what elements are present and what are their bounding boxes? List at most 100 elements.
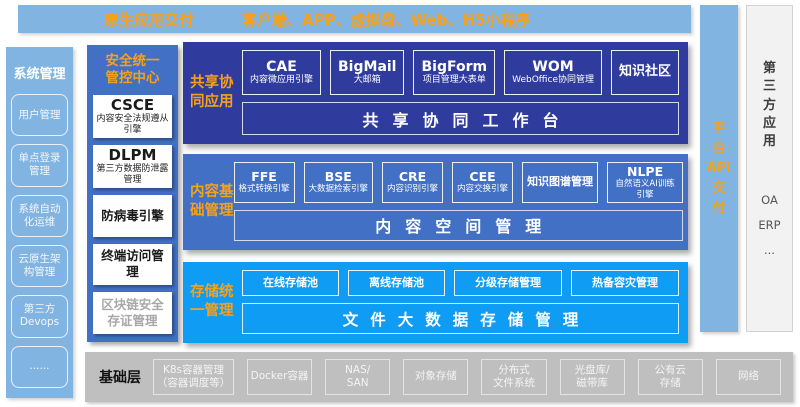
base-box-line2: SAN [346, 377, 369, 389]
module-title: 热备容灾管理 [592, 275, 658, 289]
banner-native-delivery-label: 原生应用交付 [104, 10, 195, 29]
base-layer-panel: 基础层 K8s容器管理 （容器调度等） Docker容器 NAS/ SAN 对象… [85, 352, 793, 402]
section-content: FFE 格式转换引擎 BSE 大数据检索引擎 CRE 内容识别引擎 CEE 内容… [233, 162, 684, 241]
security-box-dlpm: DLPM 第三方数据防泄露管理 [93, 144, 172, 188]
third-party-item-erp: ERP [758, 218, 781, 233]
base-box-k8s: K8s容器管理 （容器调度等） [153, 359, 234, 395]
module-title: CAE [266, 59, 297, 76]
module-subtitle: 自然语义AI训练引擎 [615, 179, 675, 200]
module-box-hot-backup-dr: 热备容灾管理 [571, 270, 679, 296]
module-title: NLPE [626, 164, 664, 179]
module-subtitle: 内容微应用引擎 [250, 75, 314, 86]
base-box-nas-san: NAS/ SAN [325, 359, 391, 395]
base-layer-boxes: K8s容器管理 （容器调度等） Docker容器 NAS/ SAN 对象存储 分… [153, 359, 782, 395]
module-subtitle: 内容识别引擎 [387, 184, 439, 195]
base-box-line1: Docker容器 [250, 370, 309, 383]
sidebar-item-user-management: 用户管理 [11, 94, 68, 137]
third-party-title-char: 三 [762, 79, 776, 95]
section-content: 在线存储池 离线存储池 分级存储管理 热备容灾管理 文件大数据存储管理 [242, 270, 679, 334]
security-box-code: DLPM [108, 145, 157, 164]
base-layer-title: 基础层 [99, 370, 141, 386]
module-subtitle: WebOffice协同管理 [512, 75, 594, 86]
third-party-title: 第 三 方 应 用 [762, 61, 776, 149]
security-box-blockchain-attestation: 区块链安全存证管理 [93, 292, 172, 334]
sidebar-item-third-party-devops: 第三方Devops [11, 295, 68, 338]
content-space-management-bar: 内容空间管理 [233, 209, 684, 241]
module-box-nlpe: NLPE 自然语义AI训练引擎 [607, 162, 684, 203]
module-row: CAE 内容微应用引擎 BigMail 大邮箱 BigForm 项目管理大表单 … [242, 50, 680, 95]
security-control-center-panel: 安全统一管控中心 CSCE 内容安全法规遵从引擎 DLPM 第三方数据防泄露管理… [87, 45, 178, 342]
third-party-title-char: 第 [762, 61, 776, 76]
module-box-wom: WOM WebOffice协同管理 [504, 50, 602, 95]
module-title: 在线存储池 [263, 275, 318, 289]
module-title: WOM [532, 59, 574, 76]
module-box-cee: CEE 内容交换引擎 [452, 162, 514, 203]
security-box-title: 终端访问管理 [101, 248, 164, 280]
sidebar-item-more: ...... [11, 345, 68, 388]
module-row: FFE 格式转换引擎 BSE 大数据检索引擎 CRE 内容识别引擎 CEE 内容… [233, 162, 684, 203]
module-title: CEE [469, 169, 496, 185]
base-box-line1: NAS/ [345, 363, 371, 376]
module-row: 在线存储池 离线存储池 分级存储管理 热备容灾管理 [242, 270, 679, 296]
module-box-bigform: BigForm 项目管理大表单 [413, 50, 496, 95]
base-box-object-storage: 对象存储 [403, 359, 469, 395]
api-column-char: 付 [712, 201, 726, 216]
api-column-char: API [706, 161, 732, 176]
api-column-char: 交 [712, 181, 726, 196]
module-title: 知识图谱管理 [527, 175, 594, 189]
module-title: BigMail [338, 59, 397, 76]
module-box-cae: CAE 内容微应用引擎 [242, 50, 322, 95]
sidebar-item-auto-ops: 系统自动化运维 [11, 194, 68, 237]
security-box-desc: 内容安全法规遵从引擎 [96, 114, 169, 136]
module-title: BSE [324, 169, 352, 185]
section-label: 内容基础管理 [190, 183, 234, 219]
module-subtitle: 格式转换引擎 [238, 184, 290, 195]
base-box-line2: 文件系统 [492, 377, 535, 389]
section-content-foundation: 内容基础管理 FFE 格式转换引擎 BSE 大数据检索引擎 CRE 内容识别引擎… [183, 154, 688, 250]
section-unified-storage: 存储统一管理 在线存储池 离线存储池 分级存储管理 热备容灾管理 文件大数据存储… [183, 262, 688, 343]
top-banner: 原生应用交付 客户端、APP、虚拟盘、Web、H5小程序 [18, 5, 691, 33]
base-box-line1: 对象存储 [414, 370, 457, 383]
file-bigdata-storage-bar: 文件大数据存储管理 [242, 303, 679, 334]
base-box-line1: 网络 [737, 370, 759, 383]
security-box-title: 防病毒引擎 [101, 207, 164, 223]
api-column-char: 台 [712, 141, 726, 156]
platform-api-delivery-column: 平 台 API 交 付 [700, 5, 738, 332]
base-box-line2: 存储 [659, 377, 681, 389]
module-box-ffe: FFE 格式转换引擎 [233, 162, 295, 203]
module-title: FFE [251, 169, 277, 185]
module-subtitle: 项目管理大表单 [422, 75, 486, 86]
base-box-line1: K8s容器管理 [162, 363, 224, 376]
base-box-line1: 光盘库/ [574, 363, 610, 376]
section-shared-collab-apps: 共享协同应用 CAE 内容微应用引擎 BigMail 大邮箱 BigForm 项… [183, 42, 688, 144]
module-box-knowledge-community: 知识社区 [611, 50, 680, 95]
security-center-title: 安全统一管控中心 [105, 53, 160, 86]
section-label: 共享协同应用 [190, 74, 234, 110]
section-label: 存储统一管理 [190, 284, 234, 319]
system-management-title: 系统管理 [13, 67, 66, 82]
module-title: BigForm [421, 59, 488, 76]
security-box-terminal-access: 终端访问管理 [93, 243, 172, 286]
module-title: 离线存储池 [369, 275, 424, 289]
module-box-tiered-storage: 分级存储管理 [454, 270, 562, 296]
third-party-apps-panel: 第 三 方 应 用 OA ERP ... [746, 5, 793, 332]
security-box-title: 区块链安全存证管理 [101, 296, 164, 329]
module-subtitle: 大邮箱 [353, 75, 381, 86]
base-box-distributed-fs: 分布式 文件系统 [481, 359, 547, 395]
security-box-csce: CSCE 内容安全法规遵从引擎 [93, 94, 172, 138]
base-box-docker: Docker容器 [246, 359, 313, 395]
module-subtitle: 内容交换引擎 [457, 184, 509, 195]
sidebar-item-cloud-native: 云原生架构管理 [11, 244, 68, 288]
security-box-antivirus: 防病毒引擎 [93, 194, 172, 237]
module-box-online-storage-pool: 在线存储池 [242, 270, 339, 296]
base-box-optical-tape-library: 光盘库/ 磁带库 [559, 359, 625, 395]
module-box-bigmail: BigMail 大邮箱 [330, 50, 405, 95]
module-box-offline-storage-pool: 离线存储池 [348, 270, 445, 296]
base-box-network: 网络 [715, 359, 782, 395]
section-content: CAE 内容微应用引擎 BigMail 大邮箱 BigForm 项目管理大表单 … [242, 50, 680, 135]
base-box-line2: 磁带库 [576, 377, 608, 389]
module-title: 知识社区 [619, 64, 672, 80]
system-management-panel: 系统管理 用户管理 单点登录管理 系统自动化运维 云原生架构管理 第三方Devo… [6, 47, 73, 398]
module-subtitle: 大数据检索引擎 [308, 184, 369, 195]
